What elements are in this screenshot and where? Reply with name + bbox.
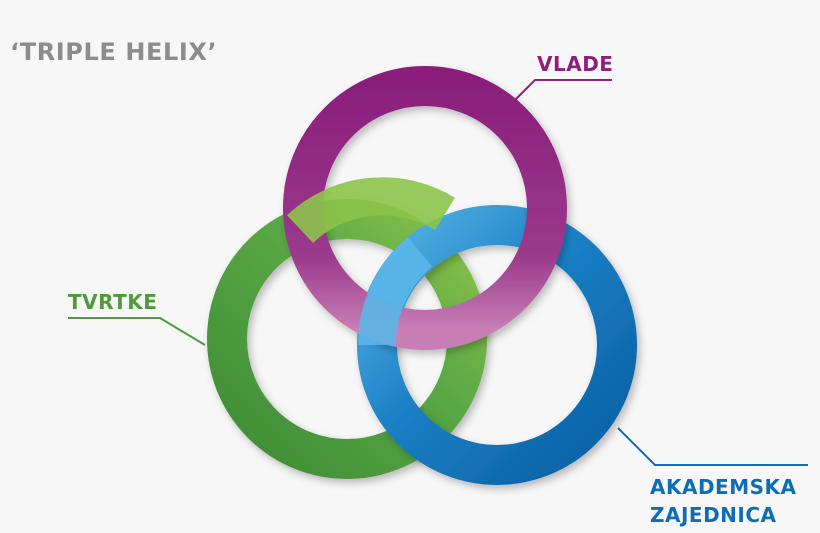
- label-akademska-line2: ZAJEDNICA: [650, 503, 777, 527]
- akademska-callout-line: [617, 427, 808, 466]
- vlade-callout-line: [514, 79, 612, 101]
- page-title: ‘TRIPLE HELIX’: [10, 38, 218, 66]
- label-akademska-zajednica: AKADEMSKA ZAJEDNICA: [650, 473, 797, 529]
- tvrtke-callout-line: [68, 317, 206, 346]
- label-tvrtke: TVRTKE: [68, 290, 158, 314]
- blue-overlap-segment: [357, 237, 433, 346]
- green-overlap-segment: [286, 177, 455, 244]
- label-akademska-line1: AKADEMSKA: [650, 475, 797, 499]
- label-vlade: VLADE: [537, 52, 614, 76]
